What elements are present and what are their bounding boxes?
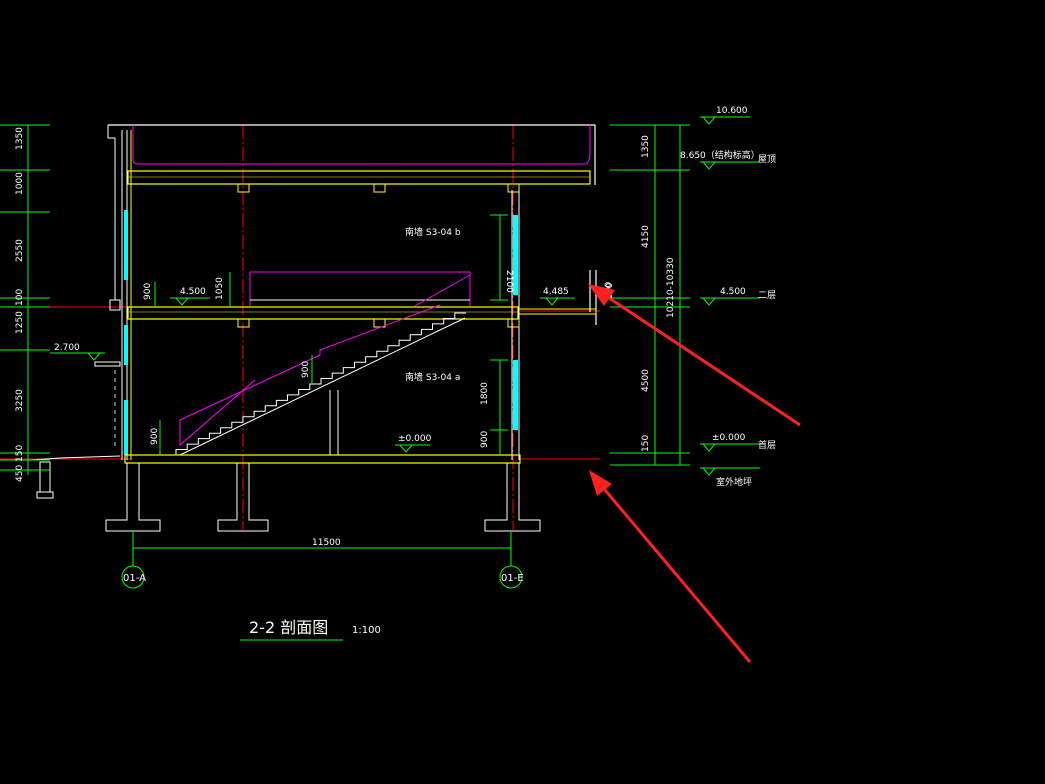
label-second: 二层 bbox=[758, 290, 776, 301]
inner-elev-second-left: 4.500 bbox=[180, 287, 206, 297]
dim-window-lower: 1800 bbox=[480, 382, 490, 405]
second-floor-slab bbox=[127, 306, 597, 328]
left-elevation-marker: 2.700 bbox=[50, 343, 105, 361]
arrow-head-lower-icon bbox=[589, 470, 612, 496]
right-dim-3: 4500 bbox=[641, 369, 651, 392]
right-dimension-chain bbox=[610, 124, 690, 466]
interior-dims bbox=[154, 214, 508, 455]
upper-railing bbox=[249, 271, 471, 307]
overall-width: 11500 bbox=[312, 538, 341, 548]
right-dim-1: 4150 bbox=[641, 225, 651, 248]
arrow-head-upper-icon bbox=[588, 284, 615, 306]
dim-900-a: 900 bbox=[480, 431, 490, 448]
label-ground: 首层 bbox=[758, 439, 776, 451]
axis-bubbles: 01-A 01-E bbox=[121, 531, 524, 589]
right-dim-0: 1350 bbox=[641, 135, 651, 158]
drawing-title: 2-2 剖面图 bbox=[249, 618, 328, 637]
left-dim-3: 100 bbox=[15, 289, 25, 306]
inner-elev-ground: ±0.000 bbox=[398, 434, 432, 444]
dim-900-b: 900 bbox=[150, 428, 160, 445]
right-wall bbox=[511, 190, 597, 460]
left-wall bbox=[94, 130, 132, 460]
window-upper-ref: 南墙 S3-04 b bbox=[405, 226, 461, 238]
drawing-scale: 1:100 bbox=[352, 625, 381, 636]
left-dimension-chain bbox=[0, 124, 50, 475]
elevation-second: 4.500 bbox=[720, 287, 746, 297]
window-lower-ref: 南墙 S3-04 a bbox=[405, 371, 460, 383]
right-dim-labels: 1350 4150 100 4500 150 10210-10330 bbox=[605, 135, 676, 452]
left-dim-6: 150 bbox=[15, 445, 25, 462]
right-dim-4: 150 bbox=[641, 435, 651, 452]
label-outdoor: 室外地坪 bbox=[716, 476, 752, 488]
interior-elevations: 4.500 4.485 ±0.000 bbox=[170, 287, 575, 453]
dim-1050: 1050 bbox=[215, 277, 225, 300]
roof bbox=[107, 124, 596, 300]
label-roof: 屋顶 bbox=[758, 154, 776, 165]
left-elevation-text: 2.700 bbox=[54, 343, 80, 353]
dim-900-d: 900 bbox=[301, 361, 311, 378]
left-dim-labels: 1350 1000 2550 100 1250 3250 150 450 bbox=[15, 127, 25, 482]
left-dim-5: 3250 bbox=[15, 389, 25, 412]
ground-slab bbox=[29, 454, 521, 499]
elevation-roof: 8.650（结构标高） bbox=[680, 149, 760, 161]
left-dim-4: 1250 bbox=[15, 311, 25, 334]
elevation-ground: ±0.000 bbox=[712, 433, 746, 443]
inner-elev-second-right: 4.485 bbox=[543, 287, 569, 297]
dim-900-c: 900 bbox=[143, 283, 153, 300]
left-dim-8: 450 bbox=[15, 465, 25, 482]
total-height: 10210-10330 bbox=[666, 257, 676, 318]
axis-right-label: 01-E bbox=[501, 573, 524, 584]
stair bbox=[175, 304, 466, 456]
elevation-top: 10.600 bbox=[716, 106, 748, 116]
foundations bbox=[105, 463, 541, 532]
axis-left-label: 01-A bbox=[123, 573, 146, 584]
annotation-arrows bbox=[588, 284, 801, 663]
left-dim-0: 1350 bbox=[15, 127, 25, 150]
right-elevations: 10.600 8.650（结构标高） 屋顶 4.500 二层 ±0.000 首层… bbox=[680, 106, 776, 488]
left-dim-1: 1000 bbox=[15, 172, 25, 195]
dim-window-upper: 2100 bbox=[504, 270, 514, 293]
left-dim-2: 2550 bbox=[15, 239, 25, 262]
level-lines bbox=[0, 306, 600, 460]
